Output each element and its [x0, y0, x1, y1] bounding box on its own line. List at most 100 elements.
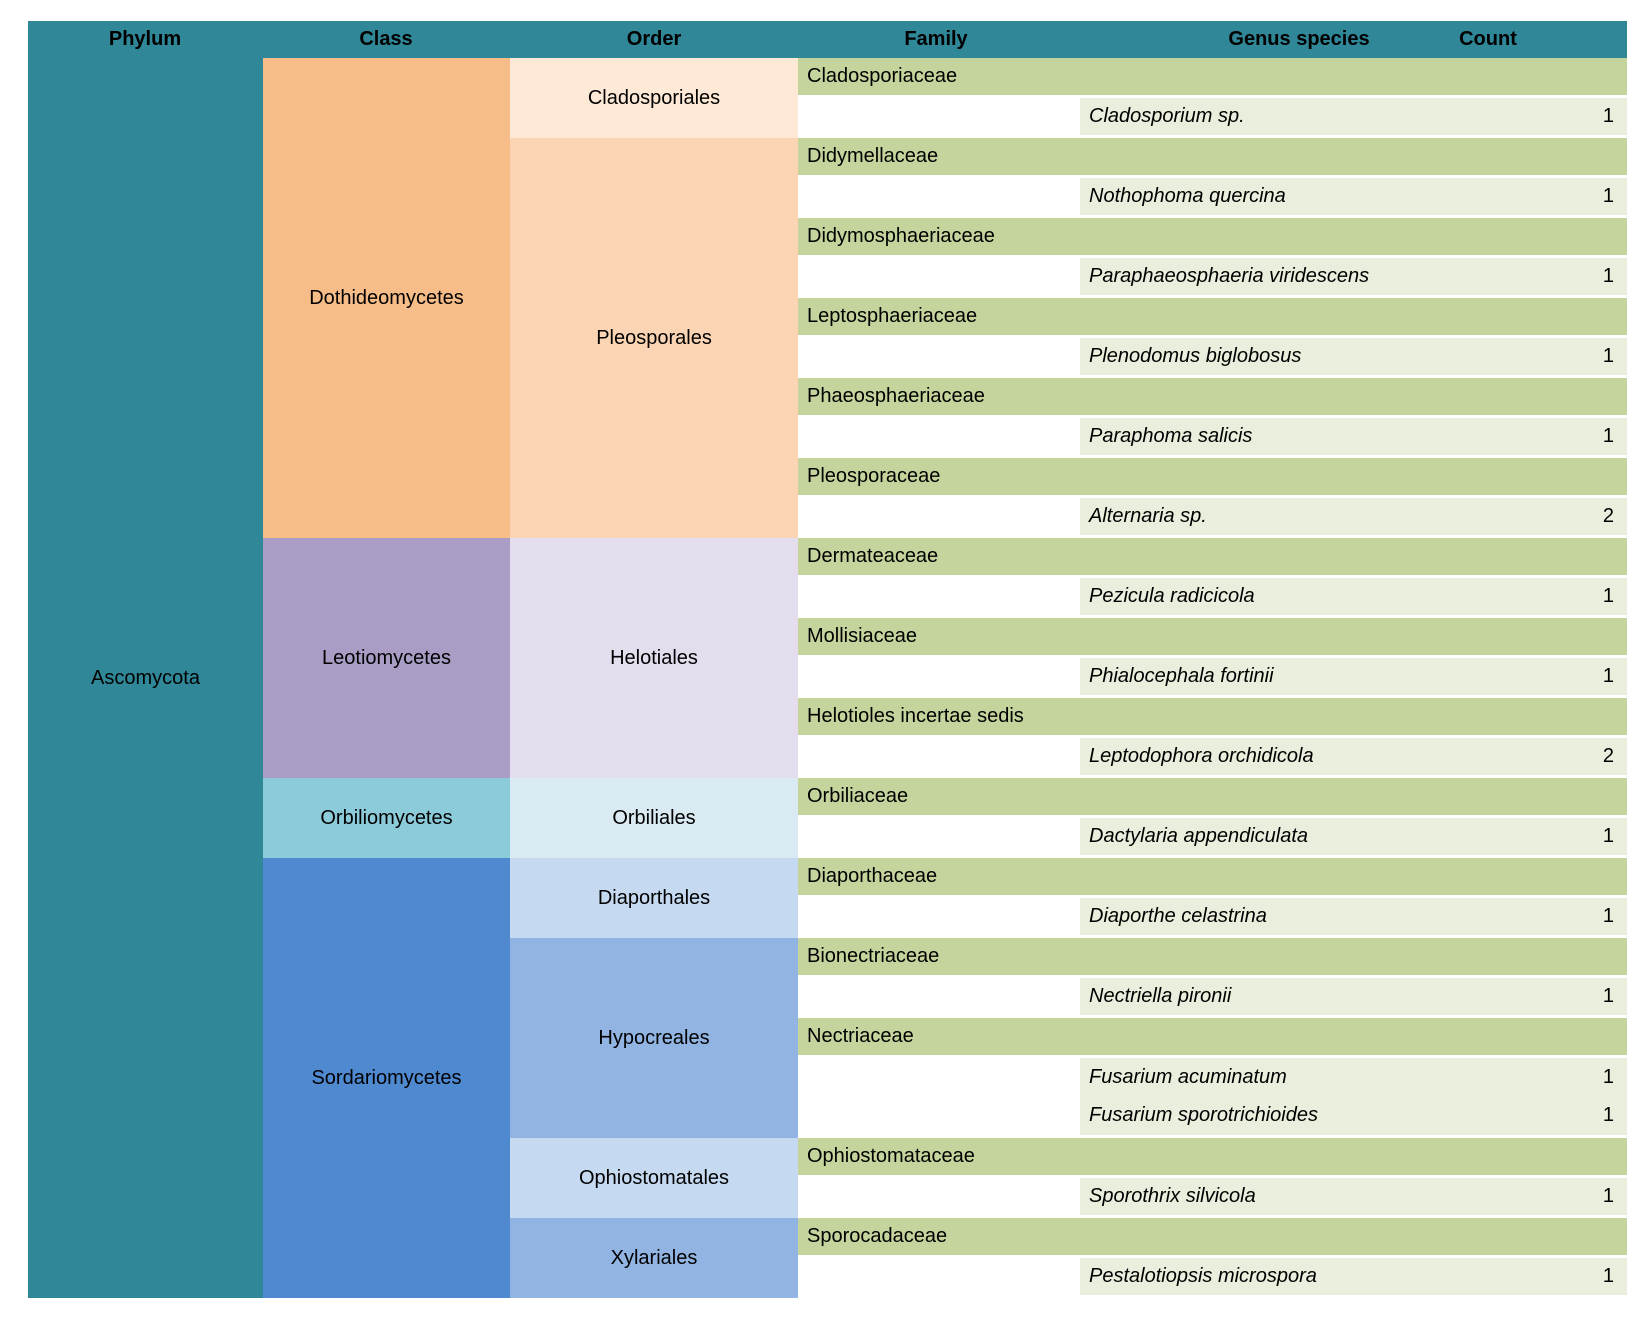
- species-count: 1: [1602, 905, 1614, 927]
- species-name: Plenodomus biglobosus: [1089, 345, 1302, 367]
- species-count: 1: [1602, 1104, 1614, 1127]
- species-row: Diaporthe celastrina 1: [1080, 898, 1627, 935]
- species-row: Cladosporium sp. 1: [1080, 98, 1627, 135]
- species-block: Sporothrix silvicola 1: [1080, 1178, 1627, 1218]
- family-band: Ophiostomataceae: [798, 1138, 1627, 1178]
- species-name: Pezicula radicicola: [1089, 585, 1255, 607]
- species-row: Phialocephala fortinii 1: [1080, 658, 1627, 695]
- species-count: 1: [1602, 265, 1614, 287]
- family-band: Phaeosphaeriaceae: [798, 378, 1627, 418]
- species-row: Sporothrix silvicola 1: [1080, 1178, 1627, 1215]
- order-cell: Cladosporiales: [510, 58, 798, 138]
- species-count: 1: [1602, 665, 1614, 687]
- header-cell-order: Order: [626, 28, 682, 50]
- species-row: Leptodophora orchidicola 2: [1080, 738, 1627, 775]
- species-name: Fusarium sporotrichioides: [1089, 1104, 1318, 1127]
- species-name: Paraphoma salicis: [1089, 425, 1253, 447]
- order-cell: Xylariales: [510, 1218, 798, 1298]
- class-cell: Leotiomycetes: [263, 538, 510, 778]
- species-name: Phialocephala fortinii: [1089, 665, 1274, 687]
- taxonomy-table: Phylum Class Order Family Genus species …: [28, 21, 1627, 1298]
- family-band: Cladosporiaceae: [798, 58, 1627, 98]
- family-band: Diaporthaceae: [798, 858, 1627, 898]
- header-cell-class: Class: [359, 28, 413, 50]
- table-header: Phylum Class Order Family Genus species …: [28, 21, 1627, 58]
- species-count: 1: [1602, 985, 1614, 1007]
- species-row: Paraphoma salicis 1: [1080, 418, 1627, 455]
- species-block: Pestalotiopsis microspora 1: [1080, 1258, 1627, 1298]
- species-row: Fusarium sporotrichioides 1: [1080, 1097, 1627, 1136]
- header-cell-genus-species: Genus species: [1228, 28, 1370, 50]
- species-row: Plenodomus biglobosus 1: [1080, 338, 1627, 375]
- species-name: Nothophoma quercina: [1089, 185, 1286, 207]
- species-name: Cladosporium sp.: [1089, 105, 1245, 127]
- species-row: Paraphaeosphaeria viridescens 1: [1080, 258, 1627, 295]
- species-block: Paraphaeosphaeria viridescens 1: [1080, 258, 1627, 298]
- class-cell: Dothideomycetes: [263, 58, 510, 538]
- species-row: Nectriella pironii 1: [1080, 978, 1627, 1015]
- species-name: Nectriella pironii: [1089, 985, 1232, 1007]
- species-count: 1: [1602, 1265, 1614, 1287]
- species-name: Paraphaeosphaeria viridescens: [1089, 265, 1370, 287]
- species-count: 1: [1602, 585, 1614, 607]
- species-count: 1: [1602, 425, 1614, 447]
- phylum-cell: Ascomycota: [28, 58, 263, 1298]
- species-count: 1: [1602, 1185, 1614, 1207]
- family-band: Nectriaceae: [798, 1018, 1627, 1058]
- species-count: 2: [1602, 505, 1614, 527]
- species-row: Pestalotiopsis microspora 1: [1080, 1258, 1627, 1295]
- family-band: Didymosphaeriaceae: [798, 218, 1627, 258]
- order-cell: Helotiales: [510, 538, 798, 778]
- species-row: Dactylaria appendiculata 1: [1080, 818, 1627, 855]
- species-row: Nothophoma quercina 1: [1080, 178, 1627, 215]
- species-block: Phialocephala fortinii 1: [1080, 658, 1627, 698]
- species-count: 1: [1602, 185, 1614, 207]
- family-band: Bionectriaceae: [798, 938, 1627, 978]
- family-band: Sporocadaceae: [798, 1218, 1627, 1258]
- species-row: Pezicula radicicola 1: [1080, 578, 1627, 615]
- species-name: Sporothrix silvicola: [1089, 1185, 1256, 1207]
- species-block: Pezicula radicicola 1: [1080, 578, 1627, 618]
- species-count: 1: [1602, 825, 1614, 847]
- order-cell: Pleosporales: [510, 138, 798, 538]
- species-count: 1: [1602, 345, 1614, 367]
- species-count: 1: [1602, 1065, 1614, 1088]
- species-block: Diaporthe celastrina 1: [1080, 898, 1627, 938]
- species-count: 2: [1602, 745, 1614, 767]
- species-name: Dactylaria appendiculata: [1089, 825, 1309, 847]
- species-name: Leptodophora orchidicola: [1089, 745, 1314, 767]
- species-row: Alternaria sp. 2: [1080, 498, 1627, 535]
- family-band: Dermateaceae: [798, 538, 1627, 578]
- species-name: Alternaria sp.: [1089, 505, 1207, 527]
- family-band: Helotioles incertae sedis: [798, 698, 1627, 738]
- header-cell-count: Count: [1459, 28, 1517, 50]
- class-cell: Sordariomycetes: [263, 858, 510, 1298]
- species-block: Plenodomus biglobosus 1: [1080, 338, 1627, 378]
- species-block: Nothophoma quercina 1: [1080, 178, 1627, 218]
- order-cell: Diaporthales: [510, 858, 798, 938]
- species-name: Pestalotiopsis microspora: [1089, 1265, 1317, 1287]
- species-name: Fusarium acuminatum: [1089, 1065, 1287, 1088]
- header-cell-family: Family: [904, 28, 968, 50]
- species-block: Nectriella pironii 1: [1080, 978, 1627, 1018]
- family-band: Leptosphaeriaceae: [798, 298, 1627, 338]
- order-cell: Hypocreales: [510, 938, 798, 1138]
- family-band: Mollisiaceae: [798, 618, 1627, 658]
- family-band: Pleosporaceae: [798, 458, 1627, 498]
- order-cell: Orbiliales: [510, 778, 798, 858]
- species-block: Dactylaria appendiculata 1: [1080, 818, 1627, 858]
- family-band: Didymellaceae: [798, 138, 1627, 178]
- species-block: Alternaria sp. 2: [1080, 498, 1627, 538]
- species-count: 1: [1602, 105, 1614, 127]
- species-block: Leptodophora orchidicola 2: [1080, 738, 1627, 778]
- species-row: Fusarium acuminatum 1: [1080, 1058, 1627, 1097]
- order-cell: Ophiostomatales: [510, 1138, 798, 1218]
- species-block: Cladosporium sp. 1: [1080, 98, 1627, 138]
- class-cell: Orbiliomycetes: [263, 778, 510, 858]
- species-name: Diaporthe celastrina: [1089, 905, 1267, 927]
- species-block: Paraphoma salicis 1: [1080, 418, 1627, 458]
- family-band: Orbiliaceae: [798, 778, 1627, 818]
